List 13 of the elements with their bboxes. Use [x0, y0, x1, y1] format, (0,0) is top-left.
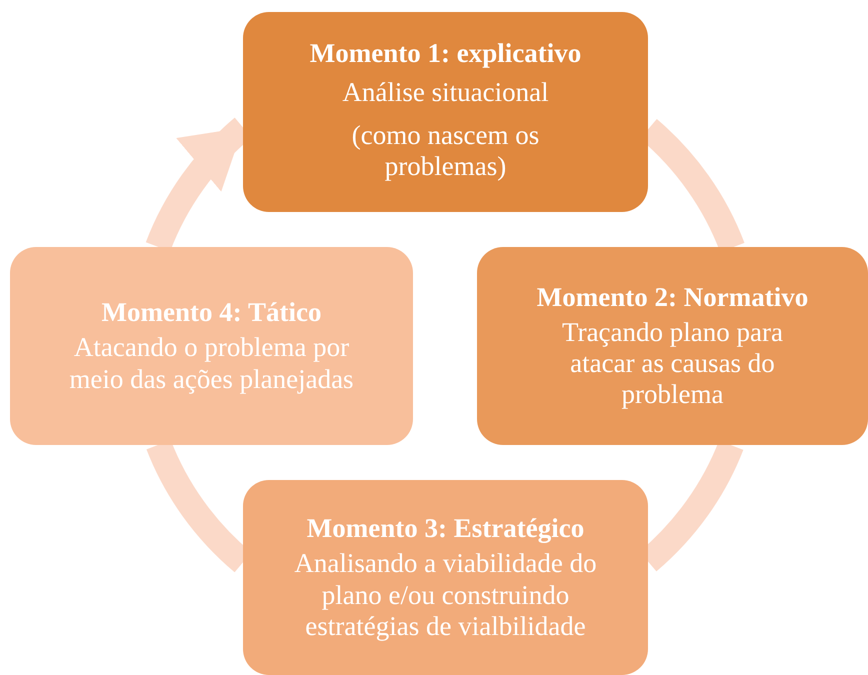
stage-description: Traçando plano para atacar as causas do problema [561, 316, 784, 410]
stage-box [477, 247, 868, 445]
stage-title: Momento 3: Estratégico [306, 513, 584, 544]
stage-box [243, 12, 648, 212]
stage-title: Momento 2: Normativo [536, 282, 808, 313]
stage-description: Atacando o problema por meio das ações planejadas [68, 332, 355, 395]
stage-box [243, 480, 648, 675]
stage-description: Analisando a viabilidade do plano e/ou construindo estratégias de vialbilidade [293, 548, 598, 642]
stage-box [10, 247, 413, 445]
stage-description: (como nascem os problemas) [350, 120, 540, 182]
stage-title: Momento 1: explicativo [310, 38, 582, 69]
stage-description: Análise situacional [342, 76, 549, 108]
stage-title: Momento 4: Tático [102, 297, 322, 328]
